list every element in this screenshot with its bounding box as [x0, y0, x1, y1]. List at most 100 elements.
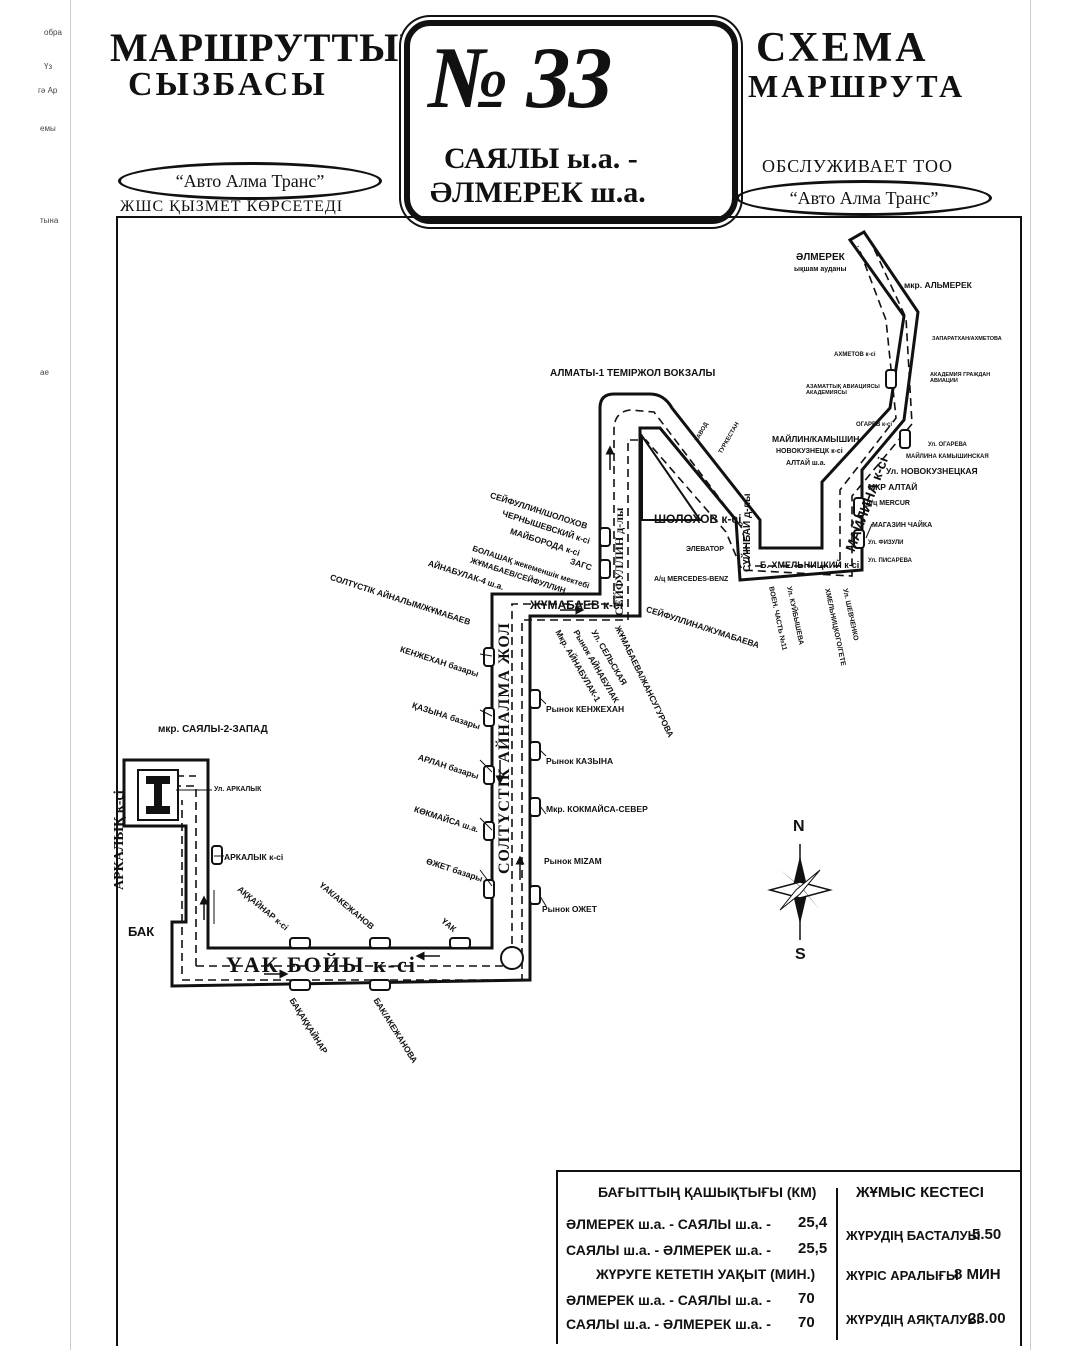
stop-label: Ул. АРКАЛЫК: [214, 786, 262, 793]
info-divider: [836, 1188, 838, 1340]
map-frame: [116, 216, 1022, 1346]
left-title-2: СЫЗБАСЫ: [128, 66, 328, 103]
stop-label: мкр. САЯЛЫ-2-ЗАПАД: [158, 724, 268, 735]
stop-marker: [483, 707, 495, 727]
stop-marker: [483, 821, 495, 841]
terminal-building-icon: [146, 776, 170, 814]
stop-marker: [483, 765, 495, 785]
stop-marker: [885, 369, 897, 389]
stop-marker: [853, 497, 865, 517]
stop-marker: [853, 529, 865, 549]
right-title-1: СХЕМА: [756, 25, 929, 71]
left-serves-text: ЖШС ҚЫЗМЕТ КӨРСЕТЕДІ: [120, 198, 344, 215]
page-fold-right: [1030, 0, 1031, 1350]
right-company-oval: “Авто Алма Транс”: [736, 180, 992, 216]
stop-label: Мкр. КОКМАЙСА-СЕВЕР: [546, 804, 648, 814]
right-serves-text: ОБСЛУЖИВАЕТ ТОО: [762, 156, 953, 176]
route-info-panel: БАҒЫТТЫҢ ҚАШЫҚТЫҒЫ (КМ) ӘЛМЕРЕК ш.а. - С…: [556, 1170, 1020, 1344]
route-to: ӘЛМЕРЕК ш.а.: [430, 176, 646, 209]
stop-label: Рынок КАЗЫНА: [546, 756, 614, 766]
schedule-start-value: 5.50: [972, 1226, 1002, 1243]
stop-label: НОВОКУЗНЕЦК к-сі: [776, 448, 843, 455]
stop-label: МАЙЛИН/КАМЫШИН: [772, 434, 860, 444]
stop-label: АЛТАЙ ш.а.: [786, 460, 826, 467]
stop-label: ОГАРЕВ к-сі: [856, 422, 893, 428]
compass-north: N: [793, 818, 805, 835]
street-suyunbai: СҮЙІНБАЙ д-лы: [742, 493, 753, 572]
stop-label: Рынок КЕНЖЕХАН: [546, 704, 625, 714]
stop-label: ЗАПАРАТХАН/АХМЕТОВА: [932, 336, 1002, 342]
stop-marker: [369, 979, 391, 991]
street-sholokhov: ШОЛОХОВ к-сі: [654, 512, 742, 526]
route-line-return: [181, 239, 913, 981]
compass-rose-icon: [767, 844, 833, 940]
stop-marker: [483, 647, 495, 667]
left-title-1: МАРШРУТТЫҢ: [110, 25, 432, 70]
right-title-2: МАРШРУТА: [748, 68, 966, 104]
stop-label: МАЙЛИНА КАМЫШИНСКАЯ: [906, 454, 989, 460]
stop-label: АРКАЛЫК к-сі: [224, 852, 284, 862]
stop-label: МАГАЗИН ЧАЙКА: [872, 522, 933, 529]
station-label: АЛМАТЫ-1 ТЕМІРЖОЛ ВОКЗАЛЫ: [550, 368, 716, 379]
distance-value-1: 25,4: [798, 1214, 828, 1231]
stop-label: АКАДЕМИЯ ГРАЖДАН АВИАЦИИ: [930, 372, 991, 384]
stop-marker: [599, 527, 611, 547]
schedule-start-label: ЖҮРУДІҢ БАСТАЛУЫ: [846, 1228, 981, 1243]
street-zhumabaev: ЖҰМАБАЕВ к-сі: [530, 598, 624, 612]
schedule-interval-value: 8 МИН: [954, 1266, 1001, 1283]
compass-south: S: [795, 946, 806, 963]
street-arkalyk: АРКАЛЫҚ к-сі: [112, 790, 127, 890]
stop-label: Ул. НОВОКУЗНЕЦКАЯ: [886, 466, 978, 476]
stop-label: Ул. ОГАРЕВА: [928, 442, 967, 448]
stop-label: МКР АЛТАЙ: [868, 482, 918, 492]
time-title: ЖҮРУГЕ КЕТЕТІН УАҚЫТ (МИН.): [596, 1266, 816, 1282]
time-value-1: 70: [798, 1290, 815, 1307]
schedule-interval-label: ЖҮРІС АРАЛЫҒЫ: [846, 1268, 959, 1283]
direction-arrows: [199, 445, 615, 979]
margin-text: Үз: [44, 62, 53, 71]
margin-text: гә Ар: [38, 86, 58, 95]
stop-label: Ул. ПИСАРЕВА: [868, 558, 913, 564]
stop-marker: [289, 937, 311, 949]
stop-label: АЗАМАТТЫҚ АВИАЦИЯСЫ АКАДЕМИЯСЫ: [806, 384, 880, 396]
street-bak: БАК: [128, 924, 155, 939]
margin-text: емы: [40, 124, 56, 133]
stop-marker: [289, 979, 311, 991]
stop-label: А/ц MERCEDES-BENZ: [654, 576, 729, 583]
stop-marker: [449, 937, 471, 949]
street-b-khmelnitsky: Б. ХМЕЛЬНИЦКИЙ к-сі: [760, 560, 860, 570]
station-triangle: [641, 432, 702, 521]
route-number: № 33: [428, 30, 613, 127]
route-number-box: № 33 САЯЛЫ ы.а. - ӘЛМЕРЕК ш.а.: [404, 20, 738, 224]
stop-marker: [529, 797, 541, 817]
page-fold-left: [70, 0, 71, 1350]
stop-label: Рынок MIZAM: [544, 856, 602, 866]
stop-label: ЭЛЕВАТОР: [686, 546, 724, 553]
distance-row-2: САЯЛЫ ш.а. - ӘЛМЕРЕК ш.а. -: [566, 1242, 771, 1258]
stop-label: АХМЕТОВ к-сі: [834, 352, 876, 358]
stop-marker: [369, 937, 391, 949]
stop-marker: [211, 845, 223, 865]
time-value-2: 70: [798, 1314, 815, 1331]
margin-text: обра: [44, 28, 62, 37]
terminal-almerek-sub: ықшам ауданы: [794, 266, 847, 273]
schedule-end-label: ЖҮРУДІҢ АЯҚТАЛУЫ: [846, 1312, 981, 1327]
stop-label: мкр. АЛЬМЕРЕК: [904, 280, 972, 290]
time-row-2: САЯЛЫ ш.а. - ӘЛМЕРЕК ш.а. -: [566, 1316, 771, 1332]
stop-marker: [483, 879, 495, 899]
stop-marker: [529, 689, 541, 709]
stop-markers: [211, 369, 911, 991]
distance-title: БАҒЫТТЫҢ ҚАШЫҚТЫҒЫ (КМ): [598, 1184, 817, 1200]
margin-text: ае: [40, 368, 49, 377]
stop-label: Рынок ОЖЕТ: [542, 904, 597, 914]
distance-row-1: ӘЛМЕРЕК ш.а. - САЯЛЫ ш.а. -: [566, 1216, 771, 1232]
route-from: САЯЛЫ ы.а. -: [444, 142, 638, 175]
stop-label: Ул. ФИЗУЛИ: [868, 540, 904, 546]
street-uak-boyi: ҮАК БОЙЫ к-сі: [226, 952, 417, 977]
stop-marker: [899, 429, 911, 449]
stop-marker: [529, 741, 541, 761]
time-row-1: ӘЛМЕРЕК ш.а. - САЯЛЫ ш.а. -: [566, 1292, 771, 1308]
stop-marker: [529, 885, 541, 905]
terminal-almerek-label: ӘЛМЕРЕК: [796, 252, 845, 263]
